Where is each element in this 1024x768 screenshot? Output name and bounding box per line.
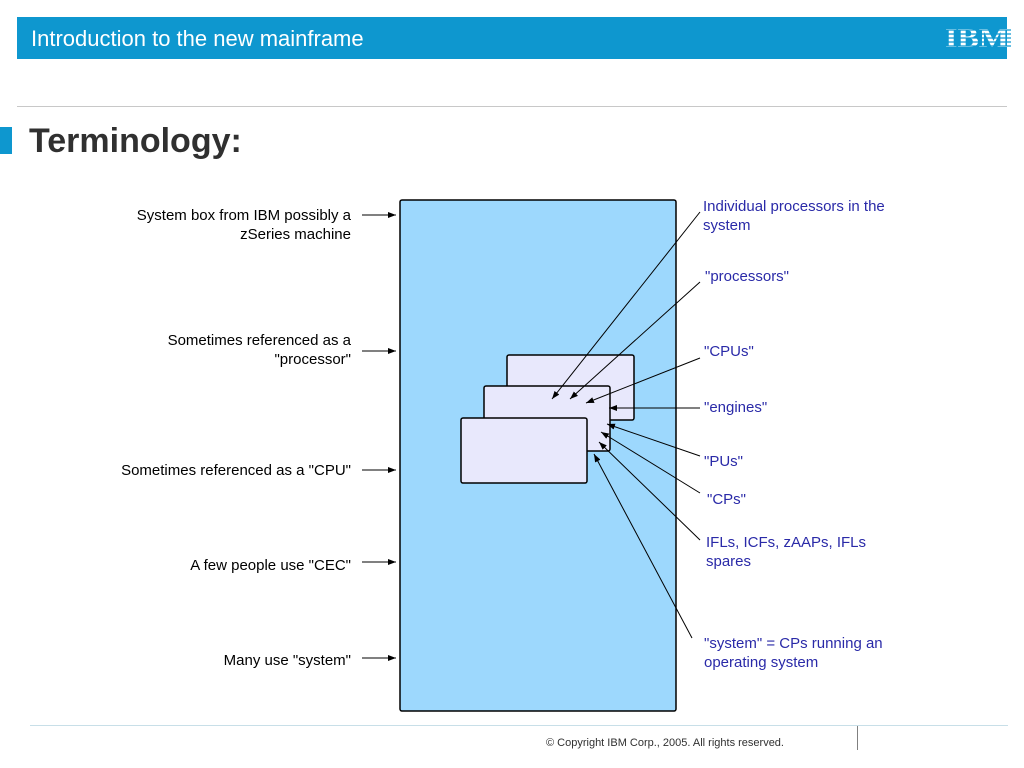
- label-processors: "processors": [705, 268, 790, 285]
- footer-divider: [30, 725, 1008, 726]
- label-engines: "engines": [704, 399, 768, 416]
- label-system-box: System box from IBM possibly a zSeries m…: [136, 207, 351, 243]
- header-bar: Introduction to the new mainframe IBM: [17, 17, 1011, 59]
- label-processor: Sometimes referenced as a "processor": [167, 332, 351, 368]
- leader-cps: [600, 431, 701, 494]
- label-ifls: IFLs, ICFs, zAAPs, IFLs spares: [706, 534, 867, 570]
- label-cps: "CPs": [707, 491, 746, 508]
- label-individual-processors: Individual processors in the system: [703, 198, 885, 234]
- label-pus: "PUs": [704, 453, 743, 470]
- leader-individual-processors: [551, 211, 701, 400]
- ibm-logo-icon: IBM: [945, 25, 1011, 51]
- header-title: Introduction to the new mainframe: [31, 26, 364, 51]
- leader-system-os: [593, 453, 693, 639]
- leader-processors: [569, 281, 701, 400]
- title-marker: [0, 127, 12, 154]
- label-cpu: Sometimes referenced as a "CPU": [121, 462, 351, 479]
- label-cpus: "CPUs": [704, 343, 754, 360]
- header-divider: [17, 106, 1007, 107]
- leader-ifls: [598, 441, 701, 541]
- leader-pus: [606, 423, 701, 457]
- footer-separator: [857, 726, 858, 750]
- label-cec: A few people use "CEC": [190, 557, 351, 574]
- copyright-text: © Copyright IBM Corp., 2005. All rights …: [546, 737, 784, 749]
- processor-card-front: [460, 417, 588, 484]
- page-title: Terminology:: [29, 122, 242, 160]
- label-system-os: "system" = CPs running an operating syst…: [704, 635, 883, 671]
- label-system: Many use "system": [223, 652, 351, 669]
- leader-cpus: [585, 357, 701, 404]
